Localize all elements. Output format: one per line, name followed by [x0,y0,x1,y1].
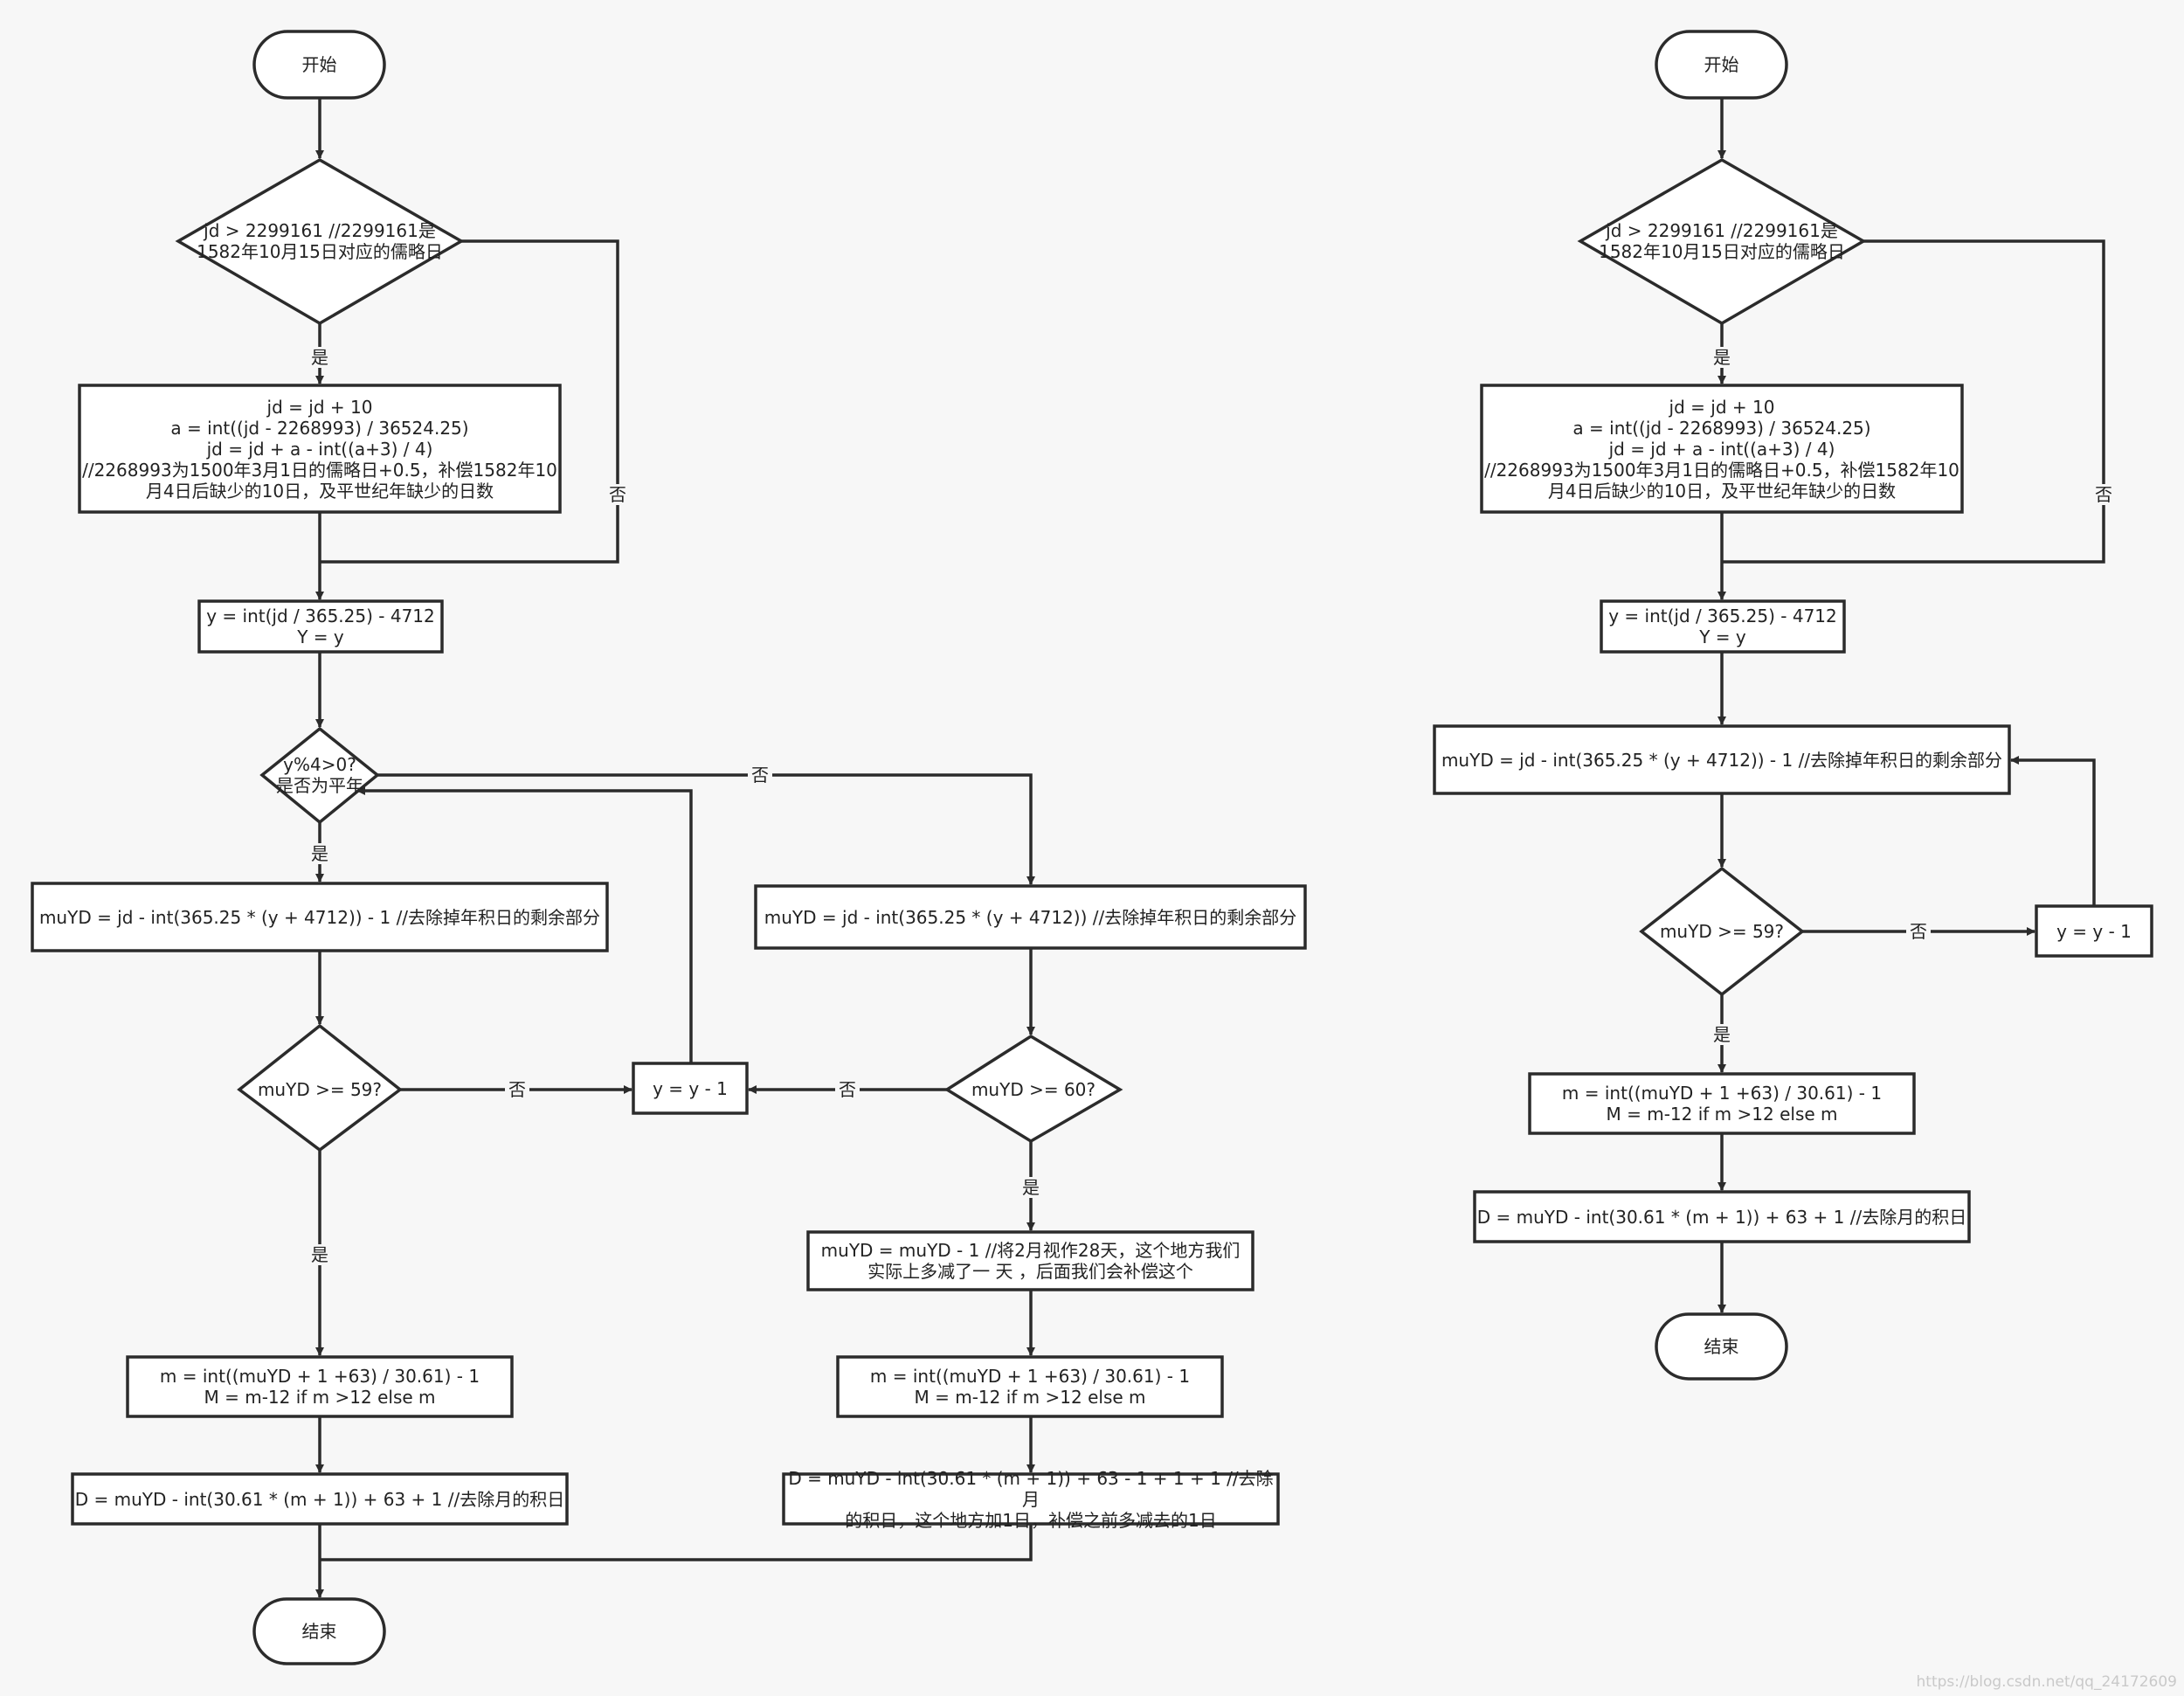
adjust-jd-node: jd = jd + 10 a = int((jd - 2268993) / 36… [82,396,557,502]
edge-label-yes-leap: 是 [308,843,332,864]
decision-jd-node: jd > 2299161 //2299161是 1582年10月15日对应的儒略… [197,220,443,262]
r-edge-label-no-59: 否 [1906,921,1931,942]
r-decision-59-node: muYD >= 59? [1659,921,1785,942]
decision-leap-node: y%4>0? 是否为平年 [276,754,363,796]
r-end-node: 结束 [1704,1336,1739,1357]
muyd-common-shape [31,882,609,952]
r-m-shape [1528,1072,1916,1135]
r-edge-label-yes-jd: 是 [1710,347,1734,368]
r-muyd-shape [1433,724,2011,795]
decision-60-node: muYD >= 60? [971,1079,1096,1100]
r-m-node: m = int((muYD + 1 +63) / 30.61) - 1 M = … [1561,1083,1883,1125]
r-decision-jd-node: jd > 2299161 //2299161是 1582年10月15日对应的儒略… [1599,220,1845,262]
edge-label-yes-60: 是 [1019,1177,1043,1198]
decision-59-node: muYD >= 59? [257,1079,383,1100]
m-common-shape [126,1355,514,1418]
muyd-leap-node: muYD = jd - int(365.25 * (y + 4712)) //去… [764,906,1297,928]
end-node: 结束 [301,1621,337,1642]
m-common-node: m = int((muYD + 1 +63) / 30.61) - 1 M = … [159,1366,480,1408]
m-leap-node: m = int((muYD + 1 +63) / 30.61) - 1 M = … [869,1366,1191,1408]
r-compute-y-node: y = int(jd / 365.25) - 4712 Y = y [1608,606,1837,647]
r-y-minus-shape [2035,904,2153,958]
edge-label-no-60: 否 [835,1079,860,1100]
m-leap-shape [836,1355,1224,1418]
r-adjust-jd-shape [1480,384,1964,514]
muyd-minus-node: muYD = muYD - 1 //将2月视作28天，这个地方我们 实际上多减了… [820,1240,1241,1282]
r-d-node: D = muYD - int(30.61 * (m + 1)) + 63 + 1… [1476,1206,1967,1228]
edge-label-no-leap: 否 [748,765,772,786]
r-edge-label-no-jd: 否 [2091,484,2116,505]
end-node-shape [252,1597,386,1665]
d-leap-shape [782,1472,1280,1526]
r-y-minus-node: y = y - 1 [2056,920,2132,942]
d-leap-node: D = muYD - int(30.61 * (m + 1)) + 63 - 1… [788,1467,1274,1531]
r-edge-label-yes-59: 是 [1710,1024,1734,1045]
y-minus-node: y = y - 1 [653,1077,728,1099]
r-end-node-shape [1655,1312,1788,1381]
watermark: https://blog.csdn.net/qq_24172609 [1916,1673,2177,1691]
r-adjust-jd-node: jd = jd + 10 a = int((jd - 2268993) / 36… [1484,396,1959,502]
start-node: 开始 [301,54,337,75]
edge-label-no-jd: 否 [605,484,630,505]
compute-y-node: y = int(jd / 365.25) - 4712 Y = y [206,606,435,647]
d-common-node: D = muYD - int(30.61 * (m + 1)) + 63 + 1… [74,1488,565,1510]
r-d-shape [1473,1190,1971,1243]
adjust-jd-shape [78,384,562,514]
r-muyd-node: muYD = jd - int(365.25 * (y + 4712)) - 1… [1441,749,2003,771]
edge-label-no-59: 否 [505,1079,529,1100]
r-start-node: 开始 [1704,54,1739,75]
d-common-shape [71,1472,569,1526]
edge-label-yes-59: 是 [308,1244,332,1265]
edge-label-yes-jd: 是 [308,347,332,368]
muyd-minus-shape [806,1230,1254,1291]
muyd-common-node: muYD = jd - int(365.25 * (y + 4712)) - 1… [38,906,601,928]
